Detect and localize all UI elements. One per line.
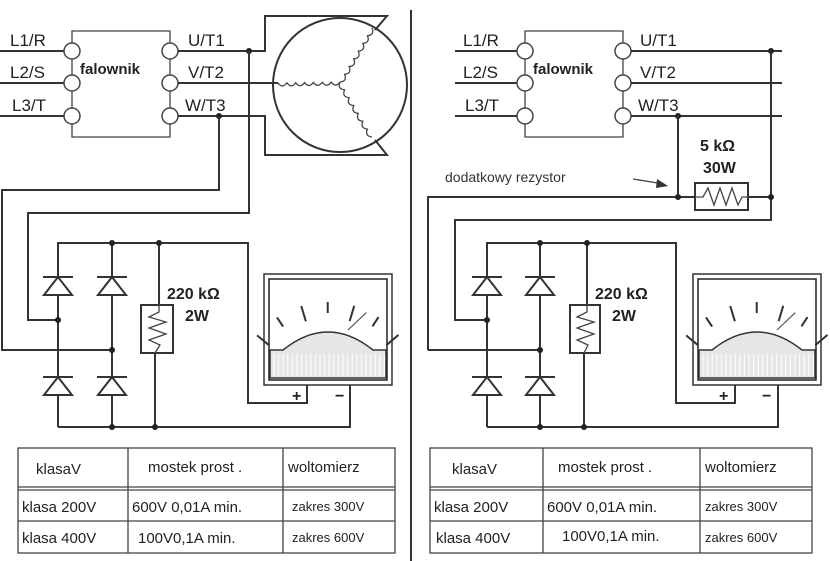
output-label-w: W/T3 (185, 96, 226, 115)
table-cell: klasa 200V (434, 499, 508, 516)
table-left: klasaV mostek prost . woltomierz klasa 2… (17, 447, 396, 554)
table-cell: zakres 300V (292, 499, 365, 514)
resistor-value: 220 kΩ (595, 286, 648, 303)
table-header: woltomierz (704, 459, 777, 476)
table-right: klasaV mostek prost . woltomierz klasa 2… (429, 447, 813, 554)
input-label-l2: L2/S (10, 63, 45, 82)
input-label-l3: L3/T (12, 96, 46, 115)
inverter-label: falownik (533, 61, 594, 78)
voltmeter (256, 273, 400, 386)
terminal-l3 (63, 107, 81, 125)
output-label-v: V/T2 (188, 63, 224, 82)
terminal-l1 (63, 42, 81, 60)
table-header: mostek prost . (558, 459, 652, 476)
diode (470, 375, 504, 396)
table-cell: zakres 300V (705, 499, 778, 514)
diode (470, 275, 504, 296)
diode (523, 275, 557, 296)
terminal-v (161, 74, 179, 92)
diode (95, 275, 129, 296)
output-label-v: V/T2 (640, 63, 676, 82)
extra-resistor-power: 30W (703, 160, 737, 177)
meter-minus: − (762, 388, 771, 405)
table-cell: klasa 200V (22, 499, 96, 516)
output-label-w: W/T3 (638, 96, 679, 115)
resistor-value: 220 kΩ (167, 286, 220, 303)
inverter-block: L1/R L2/S L3/T U/T1 V/T2 W/T3 falownik (0, 30, 226, 138)
motor (178, 15, 408, 156)
rectifier-bridge: 220 kΩ 2W (470, 240, 779, 430)
resistor-220k (140, 304, 174, 354)
diode (41, 275, 75, 296)
meter-plus: + (292, 388, 301, 405)
table-cell: 600V 0,01A min. (547, 499, 657, 516)
table-header: klasaV (36, 461, 81, 478)
terminal-u (161, 42, 179, 60)
table-header: woltomierz (287, 459, 360, 476)
output-label-u: U/T1 (188, 31, 225, 50)
output-label-u: U/T1 (640, 31, 677, 50)
meter-needle (347, 312, 367, 331)
table-cell: 100V0,1A min. (562, 528, 660, 545)
table-cell: zakres 600V (705, 530, 778, 545)
rectifier-bridge: 220 kΩ 2W (41, 240, 351, 430)
extra-resistor-value: 5 kΩ (700, 138, 735, 155)
inverter-block: L1/R L2/S L3/T U/T1 V/T2 W/T3 falownik (455, 30, 679, 138)
meter-minus: − (335, 388, 344, 405)
resistor-power: 2W (185, 308, 210, 325)
resistor-power: 2W (612, 308, 637, 325)
resistor-220k (569, 304, 601, 354)
table-header: klasaV (452, 461, 497, 478)
extra-resistor-label: dodatkowy rezystor (445, 169, 566, 185)
voltmeter (685, 273, 829, 386)
left-circuit: L1/R L2/S L3/T U/T1 V/T2 W/T3 falownik (0, 15, 408, 430)
table-cell: 600V 0,01A min. (132, 499, 242, 516)
diode (41, 375, 75, 396)
meter-plus: + (719, 388, 728, 405)
terminal-w (161, 107, 179, 125)
inverter-label: falownik (80, 61, 141, 78)
arrow-icon (632, 178, 668, 188)
input-label-l3: L3/T (465, 96, 499, 115)
meter-needle (776, 312, 796, 331)
input-label-l1: L1/R (10, 31, 46, 50)
input-label-l2: L2/S (463, 63, 498, 82)
table-cell: klasa 400V (22, 530, 96, 547)
diode (523, 375, 557, 396)
table-cell: zakres 600V (292, 530, 365, 545)
right-circuit: L1/R L2/S L3/T U/T1 V/T2 W/T3 falownik 5… (427, 30, 829, 430)
resistor-5k (694, 182, 749, 211)
diode (95, 375, 129, 396)
motor-circle (272, 17, 408, 153)
table-cell: klasa 400V (436, 530, 510, 547)
input-label-l1: L1/R (463, 31, 499, 50)
table-cell: 100V0,1A min. (138, 530, 236, 547)
terminal-l2 (63, 74, 81, 92)
table-header: mostek prost . (148, 459, 242, 476)
